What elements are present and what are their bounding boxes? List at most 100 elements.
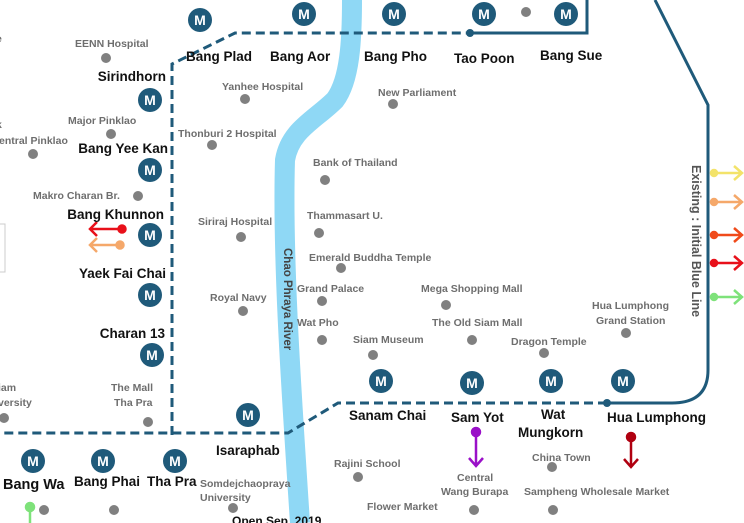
poi-central-wang-burapa-line2: Wang Burapa bbox=[441, 486, 508, 498]
hua-lumphong-junction bbox=[603, 399, 611, 407]
station-wat-mungkorn-line1: Wat bbox=[541, 407, 566, 422]
poi-mall-tha-pra-line1: The Mall bbox=[111, 382, 153, 394]
metro-circle bbox=[138, 158, 162, 182]
poi-siam-university-line2: versity bbox=[0, 397, 32, 409]
metro-station-icon[interactable]: M bbox=[138, 158, 162, 182]
metro-letter: M bbox=[194, 12, 206, 28]
metro-station-icon[interactable]: M bbox=[163, 449, 187, 473]
station-bang-aor: Bang Aor bbox=[270, 49, 331, 64]
poi-hua-lumphong-grand-line2: Grand Station bbox=[596, 315, 665, 327]
station-tao-poon: Tao Poon bbox=[454, 51, 515, 66]
metro-circle bbox=[611, 369, 635, 393]
metro-circle bbox=[138, 223, 162, 247]
edge-panel bbox=[0, 223, 6, 273]
metro-circle bbox=[91, 449, 115, 473]
chao-phraya-river bbox=[274, 0, 362, 523]
poi-royal-navy: Royal Navy bbox=[210, 292, 267, 304]
metro-station-icon[interactable]: M bbox=[292, 2, 316, 26]
poi-sampheng-market: Sampheng Wholesale Market bbox=[524, 486, 670, 498]
metro-circle bbox=[21, 449, 45, 473]
metro-circle bbox=[292, 2, 316, 26]
metro-letter: M bbox=[466, 375, 478, 391]
metro-letter: M bbox=[545, 373, 557, 389]
poi-siam-university-line1: iam bbox=[0, 382, 16, 394]
metro-letter: M bbox=[144, 287, 156, 303]
metro-station-icon[interactable]: M bbox=[539, 369, 563, 393]
poi-china-town: China Town bbox=[532, 452, 591, 464]
poi-somdejchaopraya-line1: Somdejchaopraya bbox=[200, 478, 291, 490]
station-bang-yee-kan: Bang Yee Kan bbox=[78, 141, 168, 156]
station-sirindhorn: Sirindhorn bbox=[98, 69, 166, 84]
poi-siam-museum: Siam Museum bbox=[353, 334, 424, 346]
metro-station-icon[interactable]: M bbox=[140, 343, 164, 367]
poi-dots bbox=[0, 7, 631, 515]
metro-station-icon[interactable]: M bbox=[611, 369, 635, 393]
poi-mall-tha-pra-line2: Tha Pra bbox=[114, 397, 153, 409]
connection-arrows-down bbox=[24, 426, 639, 523]
metro-station-icon[interactable]: M bbox=[369, 369, 393, 393]
metro-letter: M bbox=[97, 453, 109, 469]
metro-circle bbox=[539, 369, 563, 393]
station-bang-plad: Bang Plad bbox=[186, 49, 252, 64]
blue-line-bang-sue bbox=[470, 0, 589, 35]
poi-central-wang-burapa-line1: Central bbox=[457, 472, 493, 484]
metro-circle bbox=[138, 88, 162, 112]
metro-letter: M bbox=[242, 407, 254, 423]
line-label: Existing : Initial Blue Line bbox=[689, 165, 703, 317]
metro-station-icon[interactable]: M bbox=[472, 2, 496, 26]
river-label: Chao Phraya River bbox=[281, 248, 293, 351]
poi-mega-shopping-mall: Mega Shopping Mall bbox=[421, 283, 523, 295]
poi-makro: Makro Charan Br. bbox=[33, 190, 120, 202]
station-bang-phai: Bang Phai bbox=[74, 474, 140, 489]
metro-circle bbox=[163, 449, 187, 473]
poi-flower-market: Flower Market bbox=[367, 501, 438, 513]
metro-letter: M bbox=[146, 347, 158, 363]
metro-station-icon[interactable]: M bbox=[188, 8, 212, 32]
station-isaraphab: Isaraphab bbox=[216, 443, 280, 458]
station-hua-lumphong: Hua Lumphong bbox=[607, 410, 706, 425]
metro-circle bbox=[138, 283, 162, 307]
poi-thammasart: Thammasart U. bbox=[307, 210, 383, 222]
station-tha-pra: Tha Pra bbox=[147, 474, 197, 489]
metro-station-icon[interactable]: M bbox=[236, 403, 260, 427]
existing-blue-line bbox=[607, 0, 710, 405]
metro-station-icon[interactable]: M bbox=[138, 88, 162, 112]
poi-central-pinklao: entral Pinklao bbox=[0, 135, 68, 147]
metro-circle bbox=[188, 8, 212, 32]
edge-text: k bbox=[0, 119, 2, 131]
metro-letter: M bbox=[144, 92, 156, 108]
metro-station-icon[interactable]: M bbox=[460, 371, 484, 395]
metro-letter: M bbox=[169, 453, 181, 469]
metro-station-icon[interactable]: M bbox=[382, 2, 406, 26]
poi-eenn-hospital: EENN Hospital bbox=[75, 38, 149, 50]
station-bang-pho: Bang Pho bbox=[364, 49, 427, 64]
station-wat-mungkorn-line2: Mungkorn bbox=[518, 425, 583, 440]
metro-circle bbox=[460, 371, 484, 395]
metro-letter: M bbox=[375, 373, 387, 389]
poi-rajini-school: Rajini School bbox=[334, 458, 401, 470]
tao-poon-junction bbox=[466, 29, 474, 37]
metro-circle bbox=[382, 2, 406, 26]
poi-major-pinklao: Major Pinklao bbox=[68, 115, 136, 127]
poi-grand-palace: Grand Palace bbox=[297, 283, 364, 295]
metro-station-icon[interactable]: M bbox=[21, 449, 45, 473]
poi-siriraj-hospital: Siriraj Hospital bbox=[198, 216, 272, 228]
station-sanam-chai: Sanam Chai bbox=[349, 408, 426, 423]
connection-arrows-left bbox=[88, 221, 127, 253]
metro-letter: M bbox=[617, 373, 629, 389]
poi-bank-of-thailand: Bank of Thailand bbox=[313, 157, 398, 169]
metro-letter: M bbox=[388, 6, 400, 22]
extension-line-south bbox=[0, 401, 607, 435]
metro-letter: M bbox=[144, 227, 156, 243]
metro-station-icon[interactable]: M bbox=[138, 223, 162, 247]
metro-letter: M bbox=[27, 453, 39, 469]
metro-station-icon[interactable]: M bbox=[554, 2, 578, 26]
metro-station-icon[interactable]: M bbox=[91, 449, 115, 473]
poi-somdejchaopraya-line2: University bbox=[200, 492, 251, 504]
edge-text: e bbox=[0, 33, 2, 45]
poi-yanhee-hospital: Yanhee Hospital bbox=[222, 81, 303, 93]
metro-circle bbox=[140, 343, 164, 367]
station-bang-sue: Bang Sue bbox=[540, 48, 603, 63]
metro-station-icon[interactable]: M bbox=[138, 283, 162, 307]
